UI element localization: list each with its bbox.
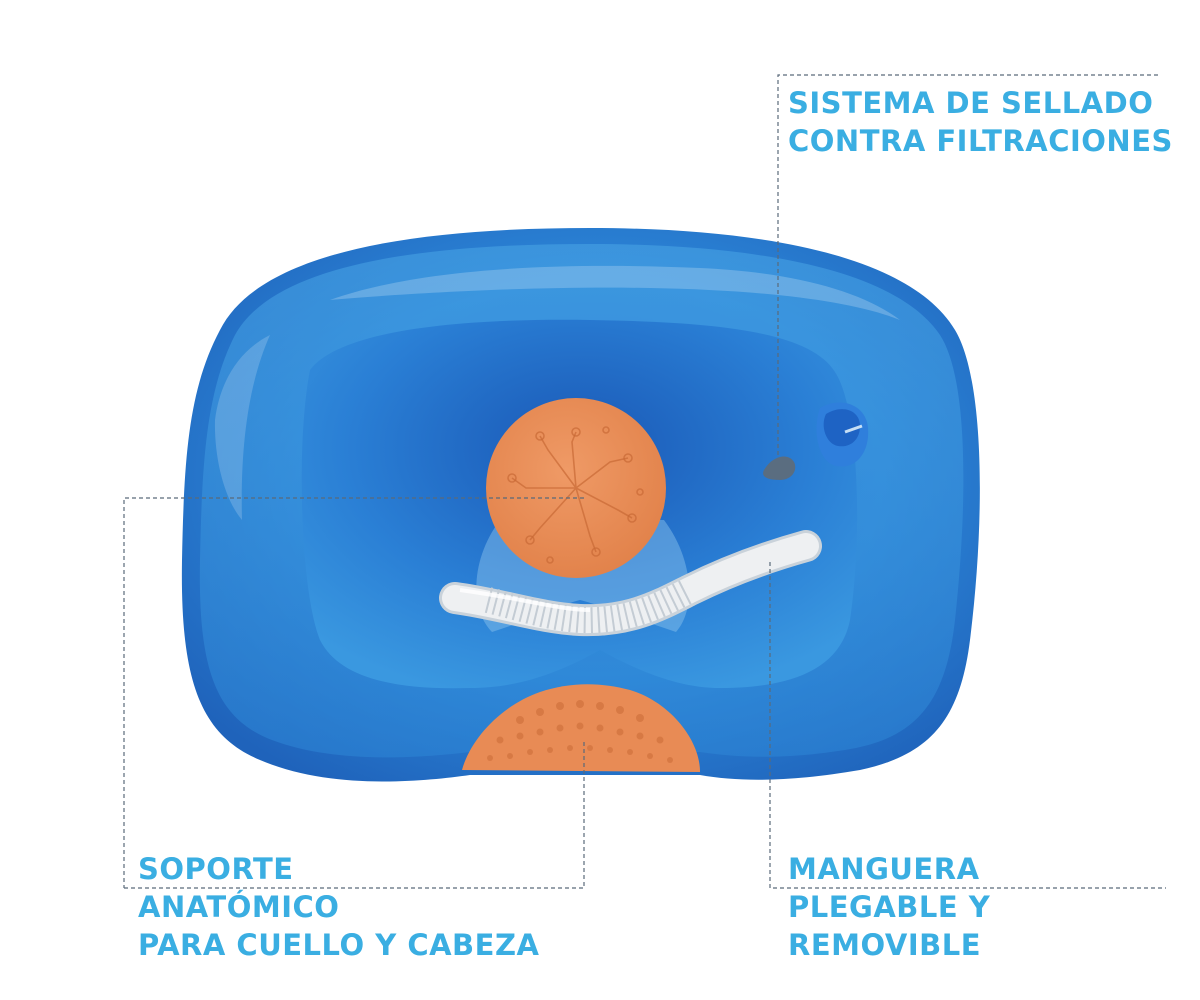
- basin-gloss-left: [214, 335, 270, 520]
- leader-line-hose: [769, 562, 1166, 889]
- label-hose-line2: PLEGABLE Y: [788, 890, 991, 924]
- label-foldable-hose: MANGUERA PLEGABLE Y REMOVIBLE: [788, 850, 990, 964]
- label-sealing-line2: CONTRA FILTRACIONES: [788, 124, 1173, 158]
- basin-gloss-top: [330, 265, 900, 320]
- label-anatomic-support: SOPORTE ANATÓMICO PARA CUELLO Y CABEZA: [138, 850, 539, 964]
- leader-lines: [123, 74, 1166, 889]
- label-support-line1: SOPORTE: [138, 852, 294, 886]
- drain-hose: [439, 530, 822, 637]
- neck-support-pad: [462, 684, 700, 772]
- leader-line-sealing: [777, 74, 1158, 458]
- seal-plug: [763, 402, 869, 480]
- basin: [181, 228, 980, 782]
- label-sealing-system: SISTEMA DE SELLADO CONTRA FILTRACIONES: [788, 84, 1173, 160]
- label-sealing-line1: SISTEMA DE SELLADO: [788, 86, 1154, 120]
- label-hose-line1: MANGUERA: [788, 852, 980, 886]
- label-support-line3: PARA CUELLO Y CABEZA: [138, 928, 540, 962]
- label-support-line2: ANATÓMICO: [138, 890, 340, 924]
- label-hose-line3: REMOVIBLE: [788, 928, 981, 962]
- drain-cover-disc: [486, 398, 666, 578]
